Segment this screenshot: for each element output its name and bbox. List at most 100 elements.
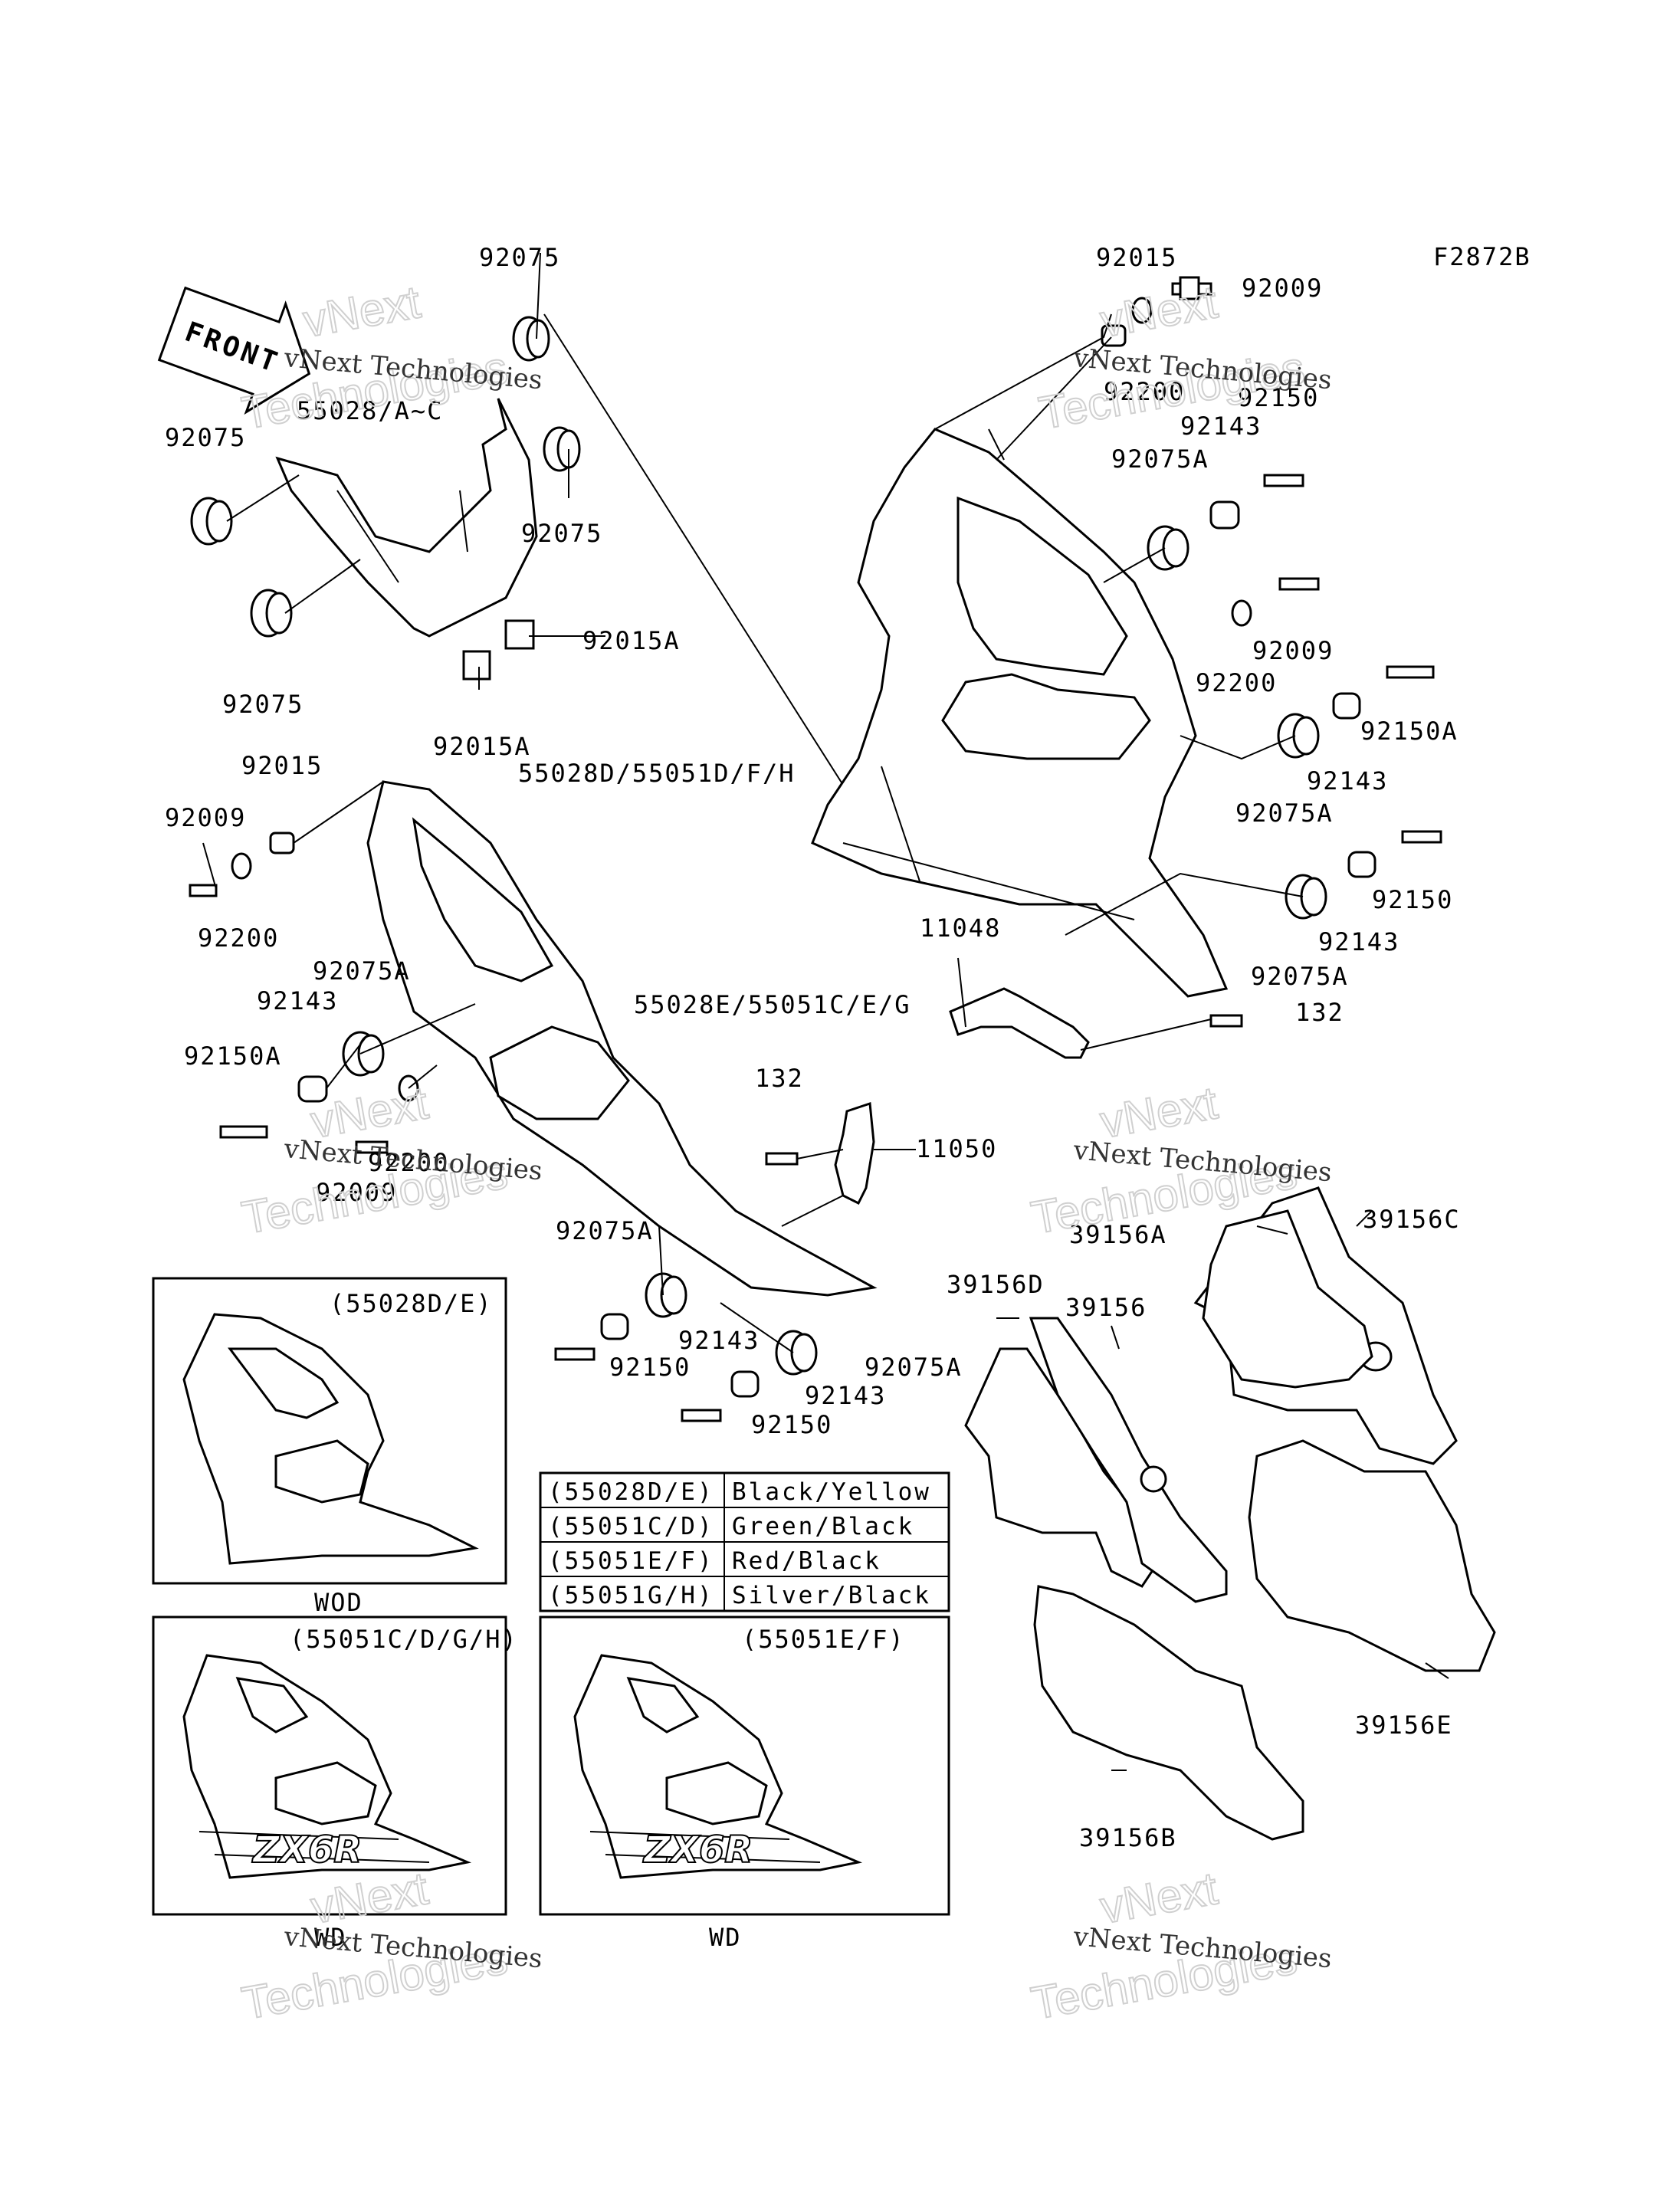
part-label: 92009: [1242, 274, 1323, 303]
part-label: 92015A: [433, 732, 531, 761]
pad-39156E: [1248, 1439, 1496, 1672]
inset-title: (55051C/D/G/H): [290, 1625, 518, 1654]
grommet-icon: [250, 589, 293, 638]
bolt-icon: [554, 1347, 596, 1361]
part-label: 55028E/55051C/E/G: [634, 990, 911, 1019]
collar-icon: [269, 832, 295, 854]
part-label: 92075: [479, 243, 560, 272]
figure-code: F2872B: [1433, 242, 1531, 271]
part-label: 92075A: [865, 1353, 963, 1382]
inner-cowl-upper: [275, 398, 538, 638]
bolt-icon: [1386, 665, 1435, 679]
part-label: 92200: [368, 1148, 449, 1177]
collar-icon: [1347, 851, 1376, 878]
inset-55051EF: (55051E/F) ZX6R WD: [539, 1615, 950, 1952]
part-label: 39156E: [1355, 1711, 1453, 1740]
part-label: 39156: [1065, 1293, 1147, 1322]
pad-39156A: [1202, 1209, 1373, 1389]
grommet-icon: [543, 426, 581, 472]
bolt-icon: [1278, 577, 1320, 591]
bolt-icon: [219, 1125, 268, 1139]
part-label: 11050: [916, 1134, 997, 1163]
part-label: 92009: [165, 803, 246, 832]
bolt-icon: [189, 884, 218, 897]
color-table-color: Silver/Black: [732, 1582, 931, 1609]
part-label: 92075A: [556, 1216, 654, 1245]
part-label: 92075A: [1251, 962, 1349, 991]
bolt-icon: [681, 1409, 722, 1422]
inset-55028DE: (55028D/E) WOD: [152, 1277, 507, 1617]
part-label: 92075: [165, 423, 246, 452]
part-label: 92143: [805, 1381, 886, 1410]
bolt-icon: [1171, 276, 1212, 300]
part-label: 92075: [521, 519, 602, 548]
collar-icon: [730, 1370, 760, 1398]
part-label: 11048: [920, 914, 1001, 943]
part-label: 92150: [1372, 885, 1453, 914]
inset-title: (55051E/F): [742, 1625, 905, 1654]
part-label: 39156C: [1363, 1205, 1461, 1234]
color-table-color: Green/Black: [732, 1513, 914, 1540]
grommet-icon: [1277, 713, 1320, 759]
part-label: 92015: [241, 751, 323, 780]
part-label: 92150: [1238, 383, 1319, 412]
inset-caption: WD: [709, 1923, 742, 1952]
clip-icon: [462, 650, 491, 681]
watermark-vnext: vNext: [1097, 276, 1222, 347]
inset-caption: WOD: [314, 1588, 363, 1617]
part-label: 92143: [1318, 927, 1399, 956]
part-label: 92150A: [184, 1041, 282, 1071]
color-table-code: (55051E/F): [548, 1547, 714, 1575]
part-label: 92200: [198, 923, 279, 953]
part-label: 132: [755, 1064, 804, 1093]
collar-icon: [297, 1075, 328, 1103]
color-table-code: (55051G/H): [548, 1582, 714, 1609]
pad-39156B: [1033, 1585, 1304, 1841]
color-table: (55028D/E) Black/Yellow (55051C/D) Green…: [539, 1471, 950, 1612]
inner-panel-lower: [366, 780, 878, 1297]
bolt-icon: [1209, 1014, 1243, 1028]
bolt-icon: [355, 1140, 389, 1154]
part-label: 92200: [1104, 377, 1185, 406]
bolt-icon: [1401, 830, 1442, 844]
grommet-icon: [645, 1272, 687, 1318]
color-table-color: Black/Yellow: [732, 1478, 931, 1506]
bracket-11050: [834, 1101, 875, 1205]
clip-icon: [504, 619, 535, 650]
part-label: 92009: [1252, 636, 1334, 665]
part-label: 92200: [1196, 668, 1277, 697]
part-label: 92150A: [1360, 717, 1459, 746]
color-table-code: (55051C/D): [548, 1513, 714, 1540]
watermark-vnext: vNext: [307, 1862, 432, 1934]
part-label: 92075: [222, 690, 304, 719]
front-arrow-icon: FRONT: [157, 286, 311, 415]
collar-icon: [1332, 692, 1361, 720]
part-label: 39156D: [947, 1270, 1045, 1299]
bolt-icon: [1263, 474, 1304, 487]
decal-logo: ZX6R: [642, 1829, 753, 1871]
grommet-icon: [1285, 874, 1327, 920]
part-label: 39156A: [1069, 1220, 1167, 1249]
decal-logo: ZX6R: [251, 1829, 362, 1871]
pad-39156: [1029, 1317, 1228, 1603]
color-table-color: Red/Black: [732, 1547, 881, 1575]
inset-caption: WD: [314, 1923, 347, 1952]
part-label: 92150: [751, 1410, 832, 1439]
watermark-vnext: vNext: [1097, 1862, 1222, 1934]
washer-icon: [1131, 297, 1153, 324]
part-label: 55028/A~C: [297, 396, 443, 425]
part-label: 92075A: [1235, 799, 1334, 828]
inset-55051CDGH: (55051C/D/G/H) ZX6R WD: [152, 1615, 518, 1952]
part-label: 92015: [1096, 243, 1177, 272]
washer-icon: [231, 852, 252, 880]
grommet-icon: [775, 1330, 818, 1376]
fairing-right: [811, 428, 1229, 998]
color-table-code: (55028D/E): [548, 1478, 714, 1506]
washer-icon: [1231, 599, 1252, 627]
grommet-icon: [512, 316, 550, 362]
part-label: 92015A: [582, 626, 681, 655]
part-label: 92143: [678, 1326, 760, 1355]
part-label: 92075A: [313, 956, 411, 986]
part-label: 92143: [1307, 766, 1388, 795]
